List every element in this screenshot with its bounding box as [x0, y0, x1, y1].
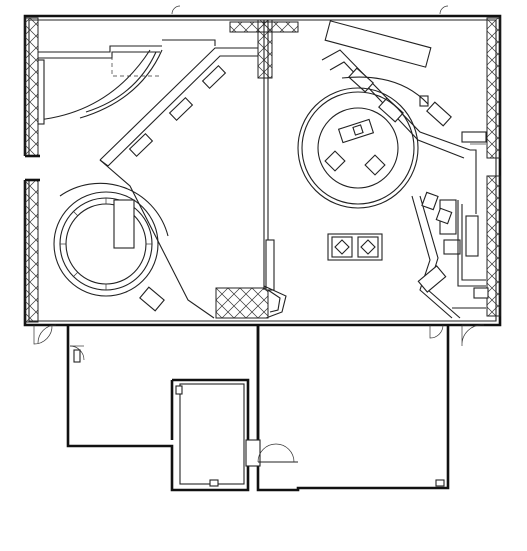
- doors: [33, 5, 485, 463]
- conference-circle: [297, 76, 429, 209]
- right-upper-diagonal-wall: [321, 20, 487, 214]
- annex-fixtures: [73, 349, 445, 487]
- lounge-table: [327, 233, 383, 261]
- right-lower-wall: [411, 191, 489, 319]
- left-round-booth: [53, 182, 169, 297]
- left-wall-opening: [22, 154, 40, 182]
- left-diagonal-wall: [99, 47, 258, 319]
- central-column: [263, 285, 287, 319]
- lower-annex-walls: [66, 325, 450, 492]
- top-left-curved-counter: [37, 39, 216, 125]
- central-partition: [263, 20, 275, 291]
